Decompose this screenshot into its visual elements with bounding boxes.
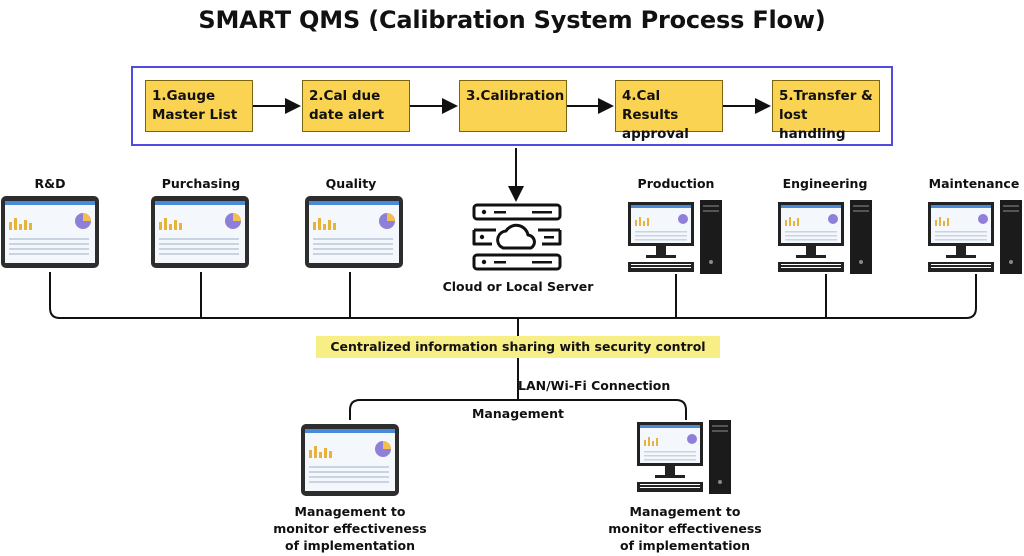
caption-line: of implementation [620,538,750,553]
dept-label-rd: R&D [34,176,66,191]
step-number: 4. [622,88,637,104]
dept-label-engineering: Engineering [782,176,868,191]
dept-label-quality: Quality [325,176,377,191]
dept-label-production: Production [637,176,715,191]
step-number: 3. [466,88,481,104]
step-number: 5. [779,88,794,104]
step-number: 2. [309,88,324,104]
tablet-icon-management [301,424,399,496]
management-caption-right: Management to monitor effectiveness of i… [600,503,770,554]
connection-label: LAN/Wi-Fi Connection [518,378,671,393]
step-label-line1: Gauge [166,88,216,104]
step-label-line1: Transfer & [793,88,873,104]
step-transfer-lost-handling: 5.Transfer & lost handling [772,80,880,142]
step-label-line1: Calibration [480,88,565,104]
step-cal-due-date-alert: 2.Cal due date alert [302,80,410,132]
step-calibration: 3.Calibration [459,80,567,132]
caption-line: monitor effectiveness [608,521,762,536]
step-gauge-master-list: 1.Gauge Master List [145,80,253,132]
caption-line: monitor effectiveness [273,521,427,536]
step-label-line2: lost handling [779,107,846,142]
desktop-icon-maintenance [928,200,1022,274]
network-bus [49,272,977,319]
server-label: Cloud or Local Server [442,279,594,294]
step-label-line1: Cal Results [622,88,679,123]
step-label-line1: Cal due [323,88,381,104]
info-sharing-band: Centralized information sharing with sec… [316,336,720,358]
management-caption-left: Management to monitor effectiveness of i… [265,503,435,554]
tablet-icon-purchasing [151,196,249,268]
step-label-line2: date alert [309,107,385,123]
diagram-title: SMART QMS (Calibration System Process Fl… [198,6,826,34]
desktop-icon-management [637,420,731,494]
cloud-server-icon [472,203,562,271]
desktop-icon-production [628,200,722,274]
step-number: 1. [152,88,167,104]
caption-line: Management to [629,504,741,519]
step-cal-results-approval: 4.Cal Results approval [615,80,723,142]
tablet-icon-quality [305,196,403,268]
management-label: Management [471,406,564,421]
caption-line: of implementation [285,538,415,553]
step-label-line2: approval [622,126,689,142]
caption-line: Management to [294,504,406,519]
desktop-icon-engineering [778,200,872,274]
step-label-line2: Master List [152,107,238,123]
dept-label-maintenance: Maintenance [928,176,1020,191]
tablet-icon-rd [1,196,99,268]
management-branch [349,399,687,420]
dept-label-purchasing: Purchasing [161,176,241,191]
process-flow-box [131,66,893,146]
